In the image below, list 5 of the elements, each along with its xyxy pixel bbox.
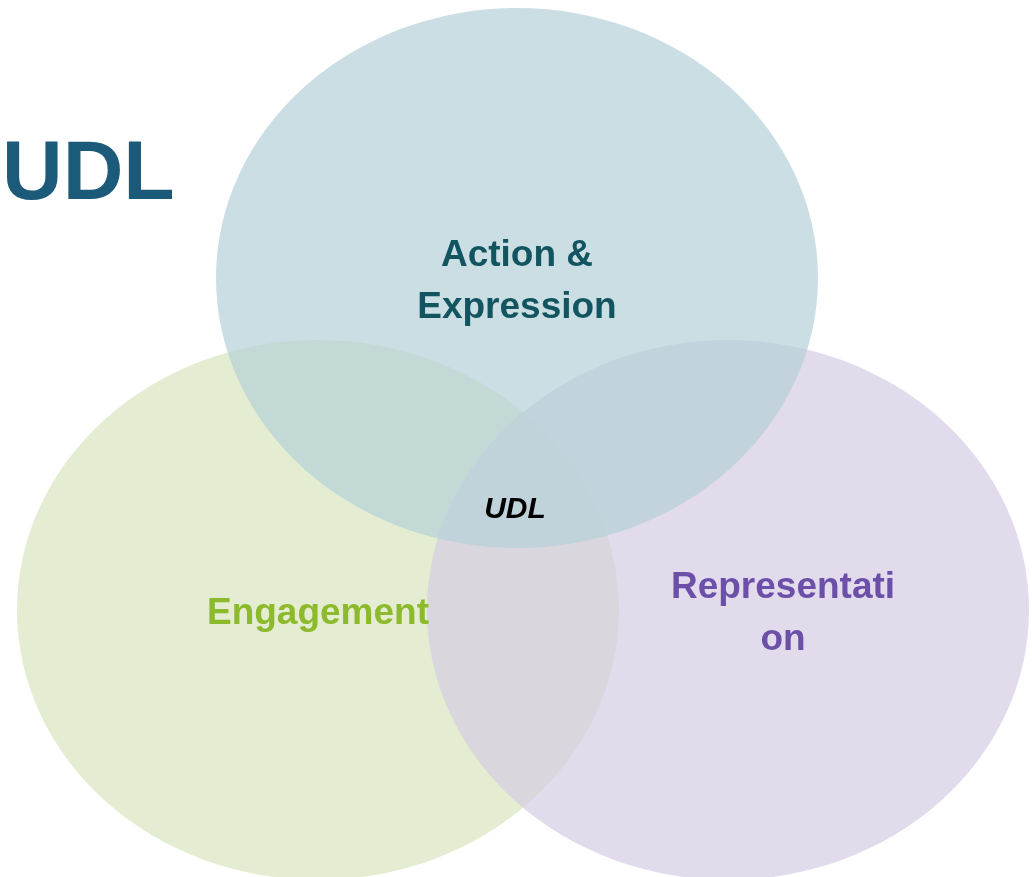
circle-label: Engagement [205, 590, 430, 635]
center-label: UDL [484, 491, 546, 525]
circle-label: Representati on [669, 564, 897, 660]
title: UDL [2, 128, 175, 212]
circle-label: Action & Expression [416, 232, 618, 328]
